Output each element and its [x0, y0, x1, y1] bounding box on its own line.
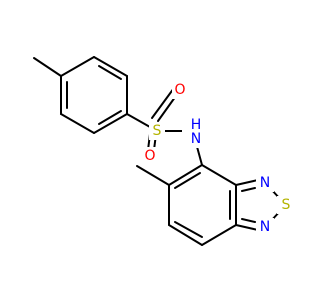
- atom-nitrogen-amine-h: H: [191, 117, 202, 133]
- atom-nitrogen-thiadiazole-top: N: [260, 175, 270, 191]
- atom-oxygen-bottom: O: [144, 148, 155, 164]
- tolyl-ring: [60, 56, 128, 134]
- atom-sulfur-thiadiazole: S: [282, 197, 291, 213]
- benzo-ring: [168, 164, 237, 246]
- atom-oxygen-top: O: [174, 82, 185, 98]
- atom-labels: S O O H N N S N: [142, 81, 295, 236]
- molecule-structure: S O O H N N S N: [33, 56, 295, 246]
- tolyl-methyl-bond: [33, 57, 62, 77]
- benzo-methyl-bond: [136, 165, 170, 186]
- c-s-bond: [126, 113, 151, 128]
- atom-nitrogen-amine: N: [191, 131, 201, 147]
- atom-sulfur: S: [153, 123, 162, 139]
- atom-nitrogen-thiadiazole-bottom: N: [260, 219, 270, 235]
